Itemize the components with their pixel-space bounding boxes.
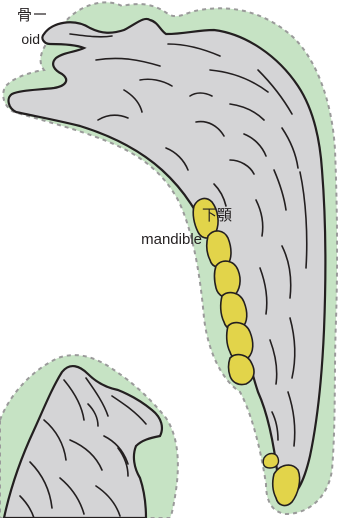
mandible-label-cn: 下顎 (200, 206, 234, 225)
mandible-label-en: mandible (112, 230, 202, 249)
tooth (263, 454, 278, 469)
hyoid-label-cn: 骨 (10, 6, 32, 25)
hyoid-label-en: oid (0, 30, 40, 49)
